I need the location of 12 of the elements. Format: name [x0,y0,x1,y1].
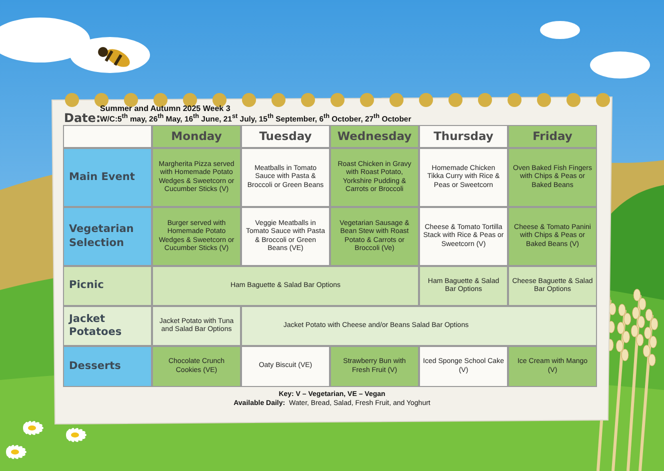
day-header: Friday [508,125,597,148]
row-header: Desserts [63,346,152,387]
day-header: Thursday [419,125,508,148]
date-heading: Date: [64,111,101,125]
day-header: Monday [152,125,241,148]
row-header: Picnic [63,266,152,306]
day-header: Wednesday [330,125,419,148]
row-header: Vegetarian Selection [63,207,152,266]
row-header: Main Event [63,148,152,207]
menu-subtitle: Summer and Autumn 2025 Week 3 [100,104,230,113]
day-header: Tuesday [241,125,330,148]
row-header: Jacket Potatoes [63,306,152,346]
